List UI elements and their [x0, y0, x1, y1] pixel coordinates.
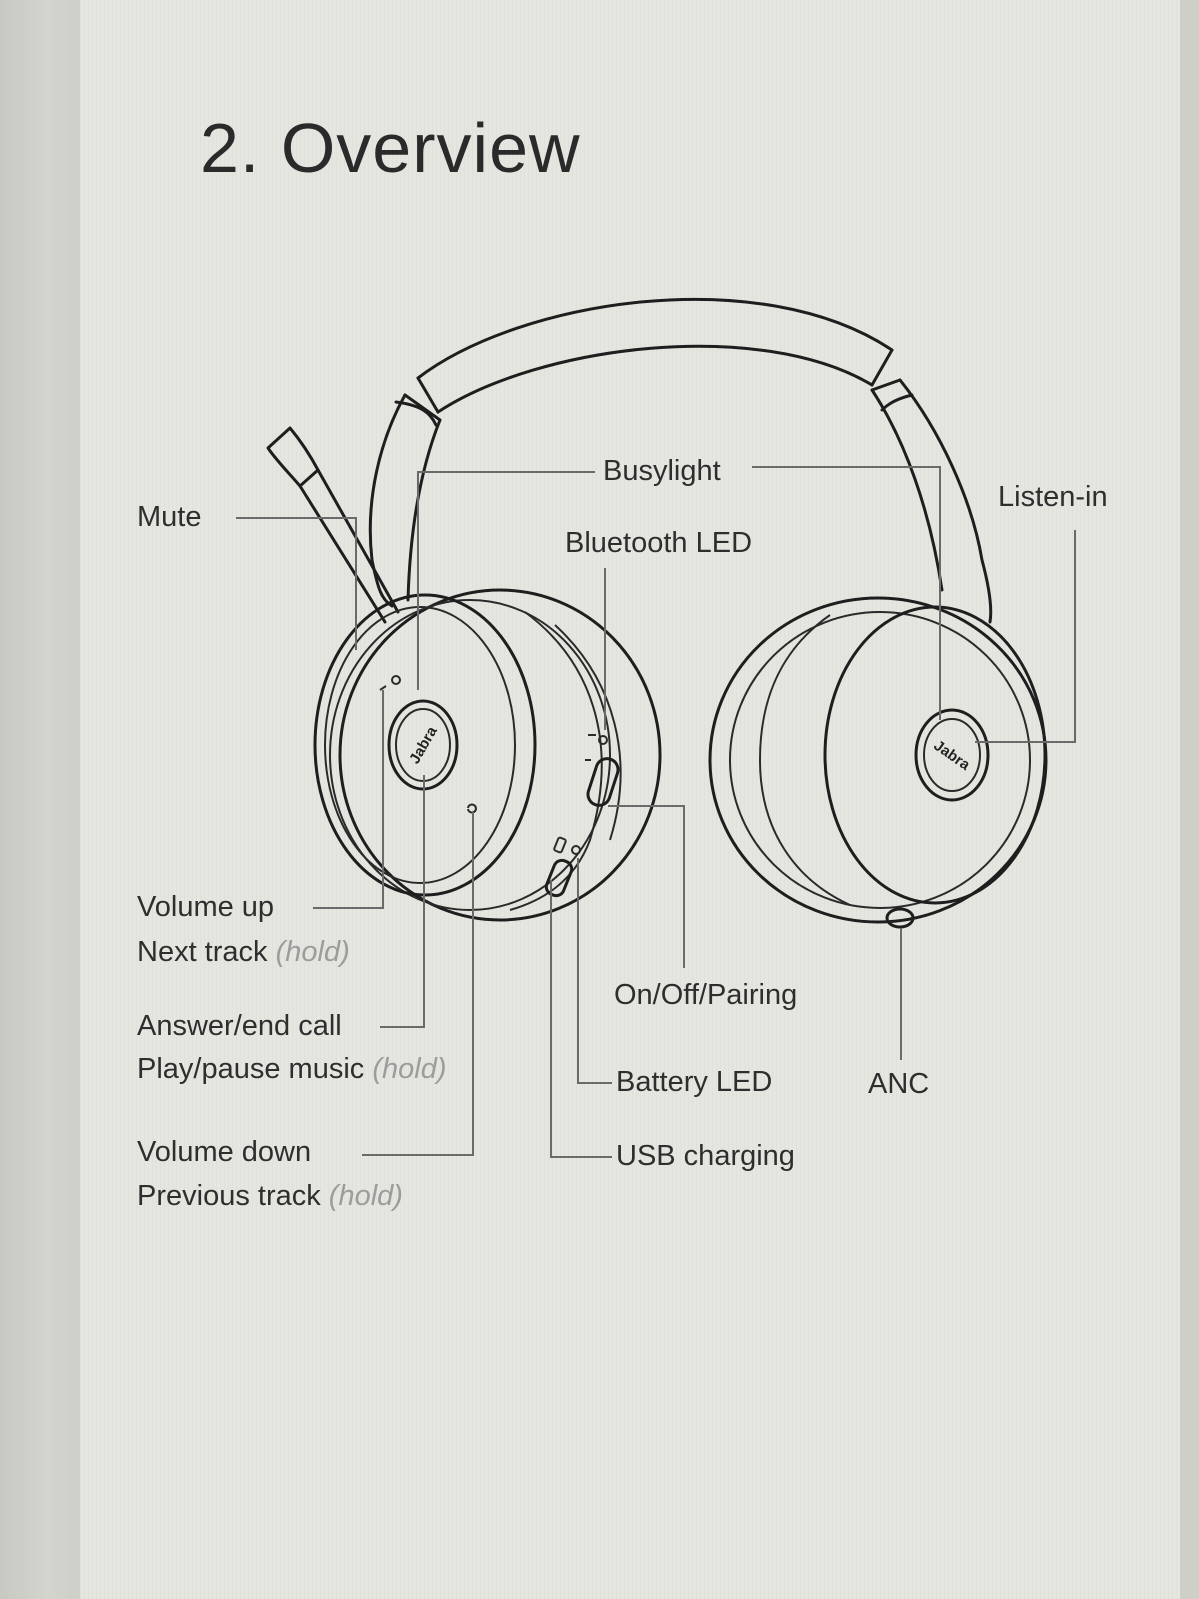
- manual-page: [80, 0, 1180, 1599]
- label-play-pause-music: Play/pause music: [137, 1053, 365, 1085]
- label-volume-down: Volume down: [137, 1136, 312, 1168]
- label-listen-in: Listen-in: [998, 481, 1108, 513]
- left-earcup: Jabra: [313, 588, 662, 922]
- label-busylight: Busylight: [603, 455, 721, 487]
- label-on-off-pairing: On/Off/Pairing: [614, 979, 798, 1011]
- label-volume-up: Volume up: [137, 891, 275, 923]
- label-bluetooth-led: Bluetooth LED: [565, 527, 753, 559]
- right-earcup: Jabra: [708, 596, 1048, 929]
- label-play-pause-group: Play/pause music (hold): [137, 1055, 447, 1084]
- boom-microphone: [266, 426, 400, 624]
- jabra-logo-right: Jabra: [930, 737, 973, 774]
- hold-hint: (hold): [372, 1053, 447, 1085]
- jabra-logo-left: Jabra: [406, 723, 441, 767]
- screen-bezel-right: [1180, 0, 1199, 1599]
- screen-bezel-left: [0, 0, 80, 1599]
- label-previous-track-group: Previous track (hold): [137, 1182, 403, 1211]
- leader-lines: [236, 466, 1076, 1158]
- label-answer-end-call: Answer/end call: [137, 1010, 342, 1042]
- label-battery-led: Battery LED: [616, 1066, 773, 1098]
- hold-hint: (hold): [328, 1180, 403, 1212]
- label-previous-track: Previous track: [137, 1180, 321, 1212]
- label-anc: ANC: [868, 1068, 930, 1100]
- hold-hint: (hold): [275, 936, 350, 968]
- label-usb-charging: USB charging: [616, 1140, 795, 1172]
- label-next-track: Next track: [137, 936, 268, 968]
- label-mute: Mute: [137, 501, 202, 533]
- page-title: 2. Overview: [200, 109, 581, 187]
- label-next-track-group: Next track (hold): [137, 938, 350, 967]
- headband: [368, 297, 993, 624]
